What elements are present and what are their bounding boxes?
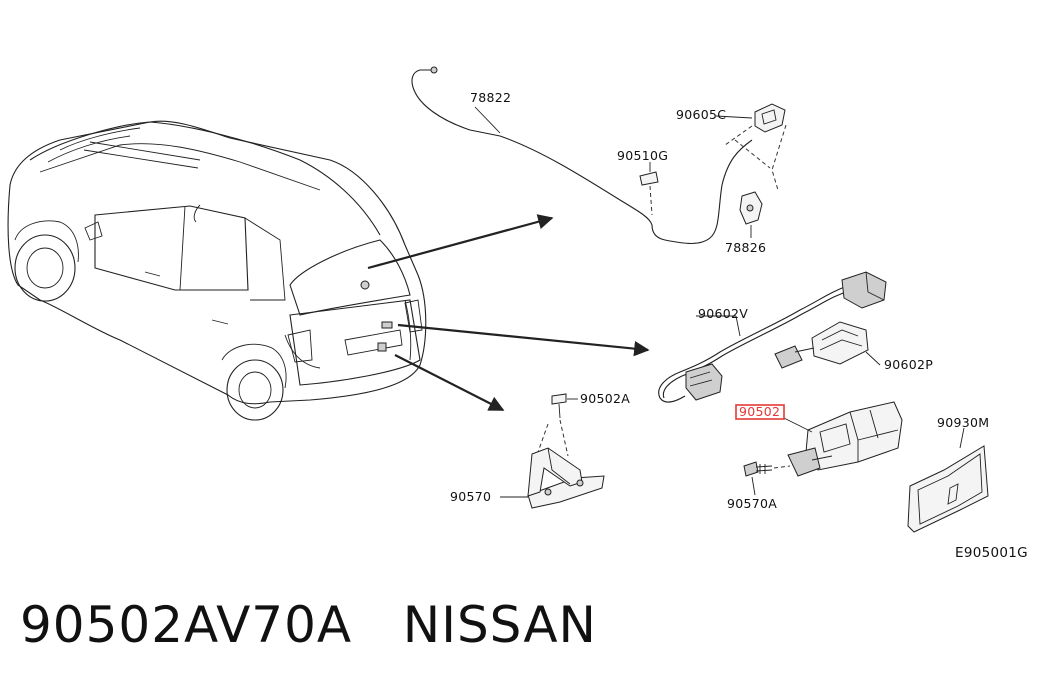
label-90510G: 90510G [617, 148, 668, 163]
label-90570A: 90570A [727, 496, 777, 511]
part-90502A-screw [537, 393, 578, 457]
label-90570: 90570 [450, 489, 491, 504]
part-90510G-clip [639, 162, 659, 216]
caption-part-number: 90502AV70A [20, 596, 353, 654]
label-78826: 78826 [725, 240, 766, 255]
label-78822: 78822 [470, 90, 511, 105]
part-90930M-seal [907, 427, 989, 533]
part-90502-lock-actuator [735, 401, 903, 477]
label-90602V: 90602V [698, 306, 748, 321]
part-78826-bracket [739, 191, 763, 238]
part-labels: 78822 90605C 90510G 78826 90602V 90602P … [450, 90, 1028, 561]
caption-brand: NISSAN [402, 596, 597, 654]
part-90605C-connector [715, 103, 787, 191]
part-caption: 90502AV70A NISSAN [20, 596, 597, 654]
part-78822-harness [411, 66, 753, 245]
part-90570-handle [500, 447, 605, 509]
part-90602P-switch [774, 321, 881, 369]
vehicle-illustration [7, 120, 427, 421]
label-90930M: 90930M [937, 415, 989, 430]
part-90602V-harness [658, 271, 887, 403]
diagram-code: E905001G [955, 545, 1028, 561]
label-90502A: 90502A [580, 391, 630, 406]
callout-arrows [367, 214, 650, 411]
highlight-box-90502 [735, 404, 785, 420]
label-90605C: 90605C [676, 107, 726, 122]
label-90502: 90502 [739, 404, 780, 419]
part-90570A-bolt [743, 461, 791, 496]
label-90602P: 90602P [884, 357, 933, 372]
